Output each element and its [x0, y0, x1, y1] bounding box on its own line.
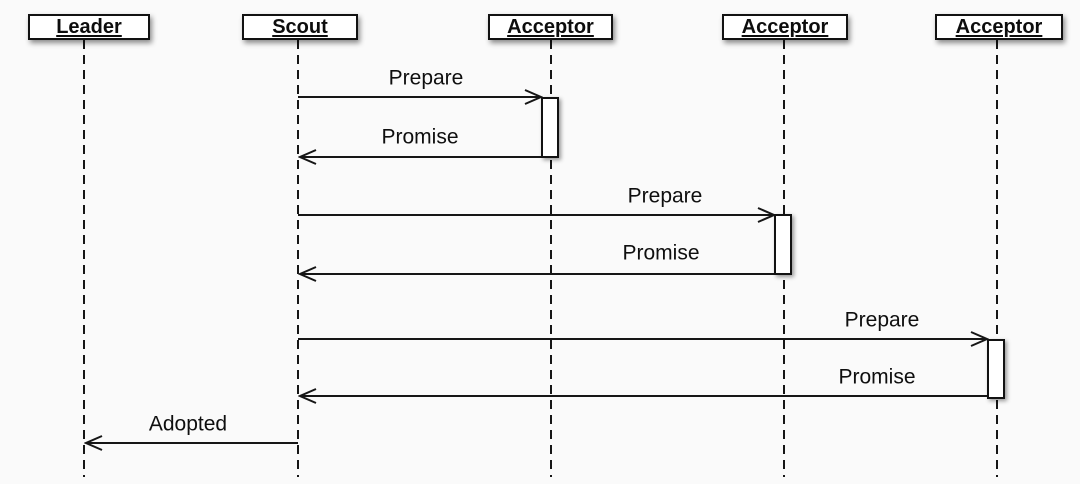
actor-box-acceptor-2: Acceptor [722, 14, 848, 40]
lifeline-acceptor-1 [550, 40, 552, 477]
message-line [300, 156, 541, 158]
actor-label: Acceptor [741, 16, 829, 38]
lifeline-scout [297, 40, 299, 477]
message-line [298, 214, 774, 216]
actor-box-scout: Scout [242, 14, 358, 40]
actor-box-acceptor-3: Acceptor [935, 14, 1063, 40]
actor-box-leader: Leader [28, 14, 150, 40]
lifeline-acceptor-3 [996, 40, 998, 477]
arrowhead-right-icon [524, 89, 543, 105]
arrowhead-left-icon [298, 266, 317, 282]
message-label: Promise [838, 365, 916, 389]
arrowhead-left-icon [84, 435, 103, 451]
actor-label: Leader [56, 16, 122, 38]
actor-box-acceptor-1: Acceptor [488, 14, 613, 40]
message-label: Prepare [627, 184, 703, 208]
activation-bar-acceptor-3 [987, 339, 1005, 399]
arrowhead-right-icon [970, 331, 989, 347]
message-line [86, 442, 298, 444]
message-line [298, 338, 987, 340]
activation-bar-acceptor-2 [774, 214, 792, 275]
arrowhead-left-icon [298, 388, 317, 404]
message-label: Promise [381, 125, 459, 149]
message-line [298, 96, 541, 98]
message-label: Prepare [388, 66, 464, 90]
actor-label: Acceptor [507, 16, 594, 38]
activation-bar-acceptor-1 [541, 97, 559, 158]
actor-label: Acceptor [955, 16, 1043, 38]
message-label: Prepare [844, 308, 920, 332]
arrowhead-left-icon [298, 149, 317, 165]
arrowhead-right-icon [757, 207, 776, 223]
message-label: Adopted [148, 412, 228, 436]
lifeline-leader [83, 40, 85, 477]
message-label: Promise [622, 241, 700, 265]
message-line [300, 395, 987, 397]
actor-label: Scout [272, 16, 328, 38]
message-line [300, 273, 774, 275]
